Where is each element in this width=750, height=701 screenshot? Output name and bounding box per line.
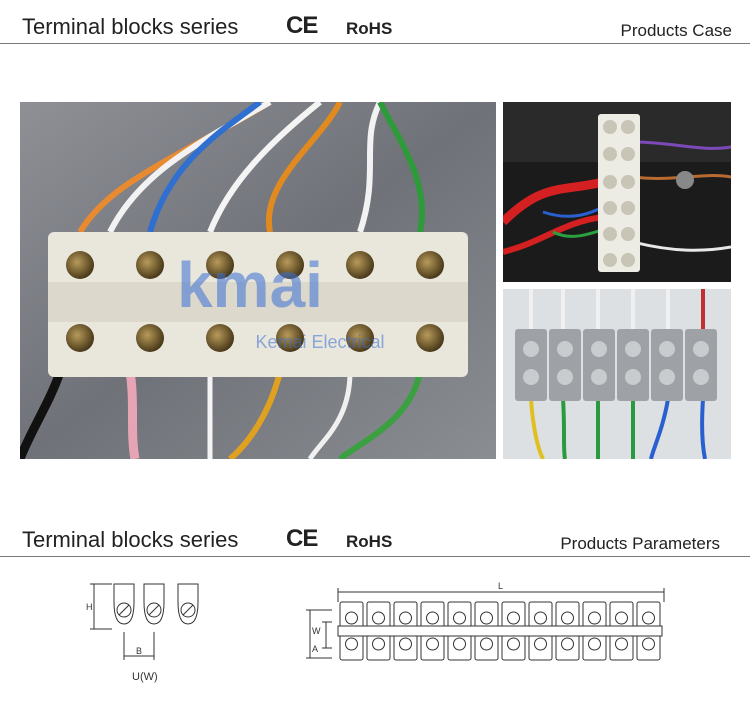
strip-screw — [588, 611, 601, 625]
strip-bridge — [337, 625, 663, 637]
strip-screw — [534, 637, 547, 651]
strip-screw — [588, 637, 601, 651]
dim-label-b: B — [136, 646, 142, 656]
strip-screw — [615, 637, 628, 651]
rohs-mark: RoHS — [346, 532, 393, 551]
strip-screw — [642, 637, 655, 651]
strip-screw — [642, 611, 655, 625]
dim-label-a: A — [312, 644, 318, 654]
watermark-logo: kmai — [177, 249, 323, 321]
terminal-single-dimension-diagram: H B U(W) — [82, 572, 222, 687]
terminal-strip-dimension-diagram: L W A — [296, 578, 676, 668]
terminal-block-photo-main: kmai Kemai Electrical — [20, 102, 496, 459]
ce-mark-icon: CE — [286, 12, 318, 39]
section-title: Terminal blocks series — [22, 527, 239, 552]
header-divider — [0, 43, 750, 44]
strip-screw — [534, 611, 547, 625]
dim-label-h: H — [86, 602, 93, 612]
strip-screw — [453, 611, 466, 625]
section-right-label: Products Parameters — [560, 534, 720, 553]
strip-screw — [561, 611, 574, 625]
strip-screw — [615, 611, 628, 625]
dim-label-w: W — [312, 626, 321, 636]
strip-screw — [480, 611, 493, 625]
section-title: Terminal blocks series — [22, 14, 239, 39]
strip-screw — [372, 611, 385, 625]
strip-screw — [345, 637, 358, 651]
watermark-text: Kemai Electrical — [255, 332, 384, 352]
diagram-caption: U(W) — [132, 671, 158, 683]
section-header-products-case: Terminal blocks series CE RoHS Products … — [0, 0, 750, 44]
rohs-mark: RoHS — [346, 19, 393, 38]
strip-screw — [372, 637, 385, 651]
strip-screw — [561, 637, 574, 651]
strip-screw — [480, 637, 493, 651]
strip-screw — [507, 637, 520, 651]
terminal-block-photo-gray — [503, 289, 731, 459]
section-right-label: Products Case — [620, 21, 733, 40]
strip-screw — [345, 611, 358, 625]
dim-label-l: L — [498, 581, 503, 591]
strip-screw — [426, 611, 439, 625]
ce-mark-icon: CE — [286, 525, 318, 552]
terminal-block-photo-black-box — [503, 102, 731, 282]
strip-screw — [426, 637, 439, 651]
strip-screw — [507, 611, 520, 625]
section-header-products-parameters: Terminal blocks series CE RoHS Products … — [0, 513, 750, 557]
strip-screw — [453, 637, 466, 651]
strip-screw — [399, 611, 412, 625]
strip-screw — [399, 637, 412, 651]
header-divider — [0, 556, 750, 557]
